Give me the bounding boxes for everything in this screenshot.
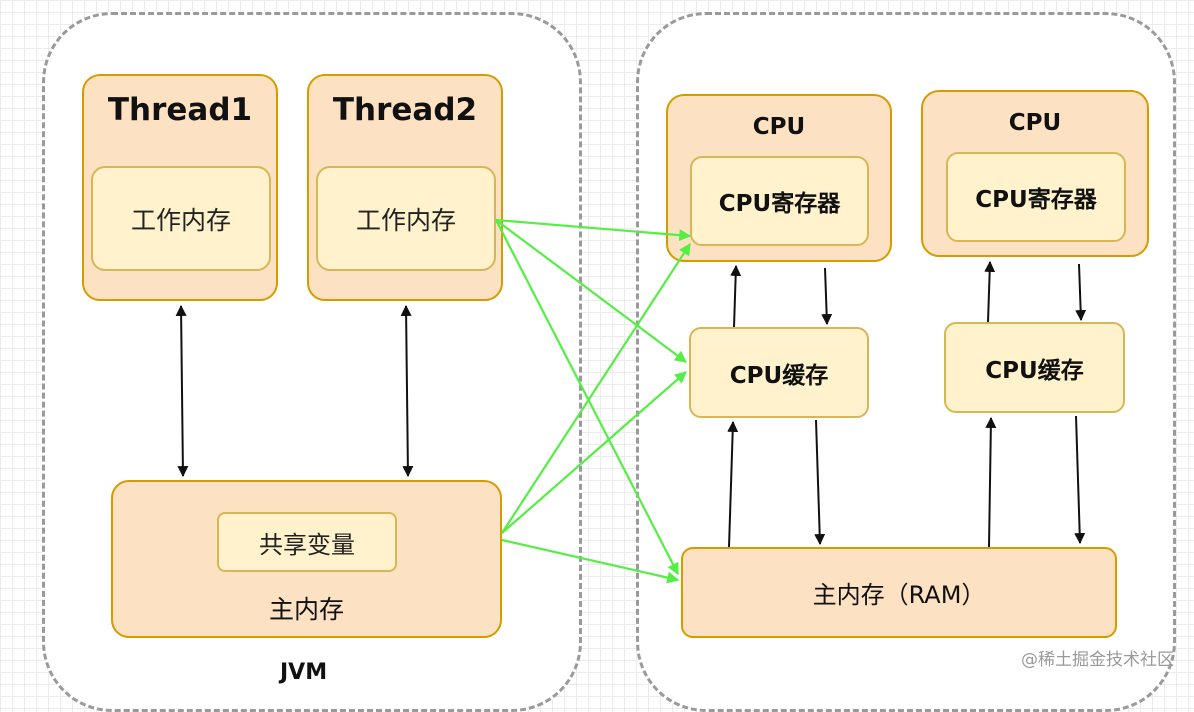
cpu2-cache-down-arrow (1075, 263, 1087, 322)
ram-box: 主内存（RAM） (681, 547, 1117, 638)
main-mem-to-ram-arrow (501, 538, 680, 584)
cpu2-title: CPU (1008, 110, 1062, 136)
thread1-working-memory: 工作内存 (91, 166, 271, 271)
thread1-title: Thread1 (107, 92, 253, 128)
arrow-layer (175, 218, 1087, 584)
cpu2-box: CPU CPU寄存器 (921, 90, 1149, 257)
cpu2-cache: CPU缓存 (944, 322, 1125, 413)
work-mem-to-cache-arrow (495, 219, 687, 363)
main-mem-to-register-arrow (501, 242, 691, 534)
ram-label: 主内存（RAM） (812, 581, 986, 609)
thread2-working-memory: 工作内存 (316, 166, 496, 271)
cpu1-title: CPU (752, 114, 806, 140)
cpu2-ram-down-arrow (1074, 415, 1086, 545)
cpu1-box: CPU CPU寄存器 (666, 94, 892, 262)
shared-variable: 共享变量 (217, 512, 397, 572)
jvm-main-memory-box: 共享变量 主内存 (111, 480, 502, 638)
cpu1-register: CPU寄存器 (690, 156, 869, 246)
work-mem-to-register-arrow (495, 218, 692, 242)
thread1-main-memory-arrow (175, 304, 189, 478)
cpu1-ram-up-arrow (727, 420, 739, 548)
cpu1-cache-up-arrow (730, 264, 742, 328)
cpu2-cache-up-arrow (984, 260, 996, 323)
main-mem-to-cache-arrow (501, 371, 687, 534)
cpu2-register: CPU寄存器 (946, 152, 1126, 242)
cpu1-ram-down-arrow (814, 419, 826, 546)
work-mem-to-ram-arrow (495, 219, 679, 576)
thread2-main-memory-arrow (400, 304, 414, 478)
thread2-box: Thread2 工作内存 (307, 74, 503, 301)
cpu1-cache: CPU缓存 (689, 327, 869, 418)
thread1-box: Thread1 工作内存 (82, 74, 278, 301)
jvm-label: JVM (280, 660, 328, 685)
watermark: @稀土掘金技术社区 (1021, 650, 1174, 670)
thread2-title: Thread2 (332, 92, 478, 128)
jvm-main-memory-label: 主内存 (268, 595, 344, 624)
cpu1-cache-down-arrow (821, 267, 833, 326)
cpu2-ram-up-arrow (985, 416, 997, 548)
